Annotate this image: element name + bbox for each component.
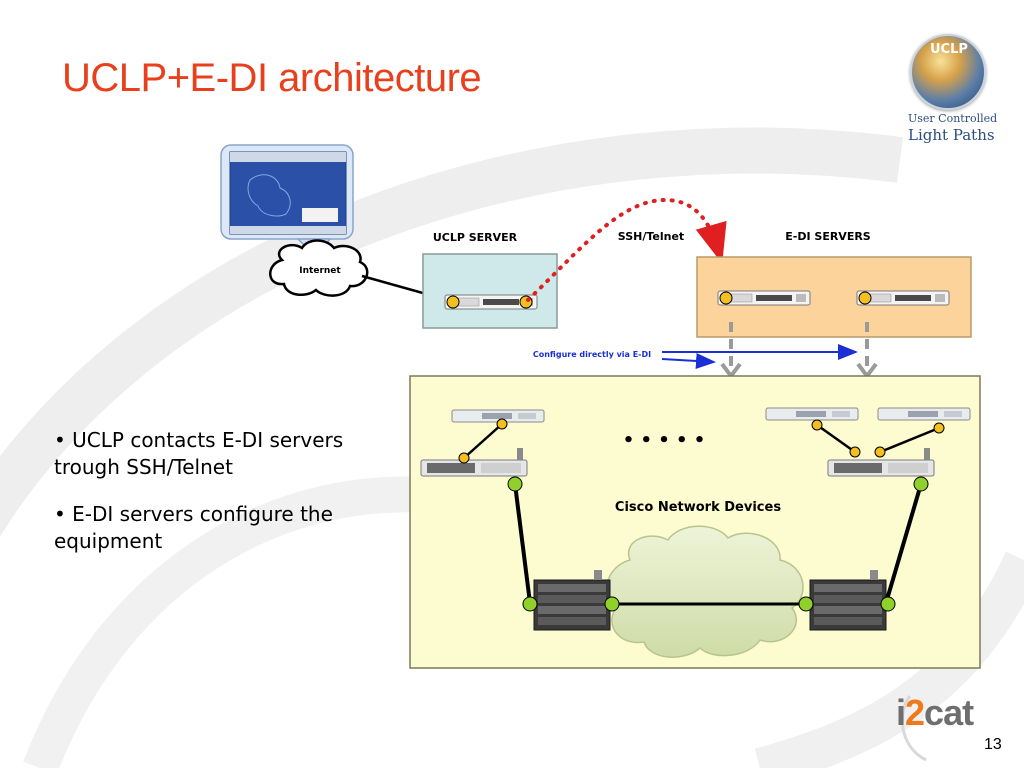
wan-cloud-icon (605, 525, 804, 658)
edi-server-2-port (858, 291, 872, 305)
right-uplink (884, 483, 923, 604)
edi-server-1-port (719, 291, 733, 305)
right-switch-link-2 (879, 426, 940, 454)
left-router-port-1 (522, 596, 538, 612)
configure-arrow-2 (661, 352, 716, 369)
right-switch-link-1 (816, 423, 856, 454)
left-top-switch-port (496, 418, 508, 430)
ssh-telnet-link (526, 197, 727, 302)
i2cat-logo-prefix: i (896, 692, 906, 733)
slide-title: UCLP+E-DI architecture (62, 56, 482, 100)
left-top-switch-icon (451, 409, 545, 423)
left-access-switch-port (458, 452, 470, 464)
uclp-server-label: UCLP SERVER (433, 231, 518, 244)
uclp-logo-badge-text: UCLP (930, 42, 968, 57)
right-top-switch-1-port (811, 419, 823, 431)
i2cat-logo-swirl (900, 695, 927, 762)
configure-label: Configure directly via E-DI (533, 350, 651, 359)
bullet-item: • E-DI servers configure the equipment (54, 502, 333, 553)
left-router-port-2 (604, 596, 620, 612)
uclp-server-port-left (446, 295, 460, 309)
uclp-logo: UCLP User Controlled Light Paths (906, 34, 997, 144)
uclp-logo-line2: Light Paths (908, 126, 995, 144)
uclp-logo-line1: User Controlled (908, 112, 998, 125)
cisco-network-label: Cisco Network Devices (615, 500, 781, 515)
right-router-port-1 (798, 596, 814, 612)
left-switch-uplink-port (507, 476, 523, 492)
bullet-item: • UCLP contacts E-DI servers trough SSH/… (54, 428, 344, 479)
bullet-list: • UCLP contacts E-DI servers trough SSH/… (54, 427, 384, 575)
left-switch-link (463, 423, 503, 459)
i2cat-logo-suffix: cat (924, 692, 974, 733)
uclp-server-box (422, 253, 558, 329)
i2cat-logo-digit: 2 (905, 692, 925, 733)
monitor-icon (220, 144, 354, 259)
right-top-switch-1-icon (765, 407, 859, 421)
left-uplink (513, 483, 532, 604)
right-access-switch-port-1 (849, 446, 861, 458)
right-top-switch-2-icon (877, 407, 971, 421)
right-top-switch-2-port (933, 422, 945, 434)
ellipsis: • • • • • (623, 430, 706, 451)
right-access-switch-port-2 (874, 446, 886, 458)
right-router-port-2 (880, 596, 896, 612)
internet-label: Internet (299, 266, 341, 276)
edi-servers-label: E-DI SERVERS (785, 230, 871, 243)
right-switch-uplink-port (913, 476, 929, 492)
ssh-telnet-label: SSH/Telnet (618, 230, 684, 243)
uclp-server-port-right (519, 295, 533, 309)
page-number: 13 (984, 736, 1002, 753)
uclp-logo-badge: UCLP (910, 34, 986, 110)
i2cat-logo: i2cat (896, 692, 974, 734)
